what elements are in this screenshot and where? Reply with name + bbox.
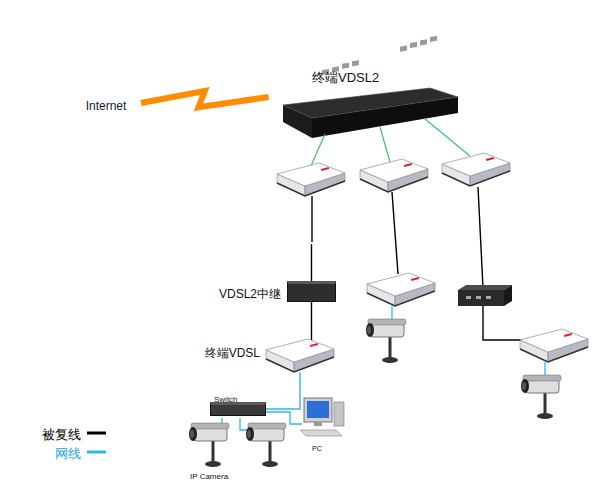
node-label: 终端VDSL2	[312, 70, 379, 85]
lan-switch: Switch	[206, 386, 268, 418]
vdsl2-repeater: VDSL2中继	[200, 280, 337, 304]
repeater-box	[287, 281, 336, 302]
switch-box	[210, 402, 266, 416]
site-dome	[495, 318, 590, 478]
cable-connector	[311, 244, 312, 281]
camera-label: IP Camera	[190, 472, 228, 481]
internet-cloud: Internet	[68, 84, 144, 126]
node-label: 终端VDSL	[205, 346, 260, 360]
node-label: VDSL2中继	[219, 287, 281, 301]
cable-connector	[266, 372, 300, 409]
legend-text: 网线	[55, 446, 81, 461]
terminal-ellipse: 终端VDSL2	[240, 48, 570, 263]
node-label: Switch	[214, 395, 238, 404]
legend-text: 被复线	[42, 427, 81, 442]
cable-connector	[311, 302, 312, 344]
pc-label: PC	[312, 445, 322, 452]
site-dome	[190, 332, 350, 478]
legend-line	[87, 432, 106, 435]
node-label: Internet	[86, 99, 127, 113]
terminal-modem: 终端VDSL	[190, 337, 338, 375]
ellipse-outline	[240, 48, 570, 263]
legend-line	[87, 451, 106, 454]
lightning-link	[141, 91, 269, 107]
modem-icon	[264, 338, 336, 374]
